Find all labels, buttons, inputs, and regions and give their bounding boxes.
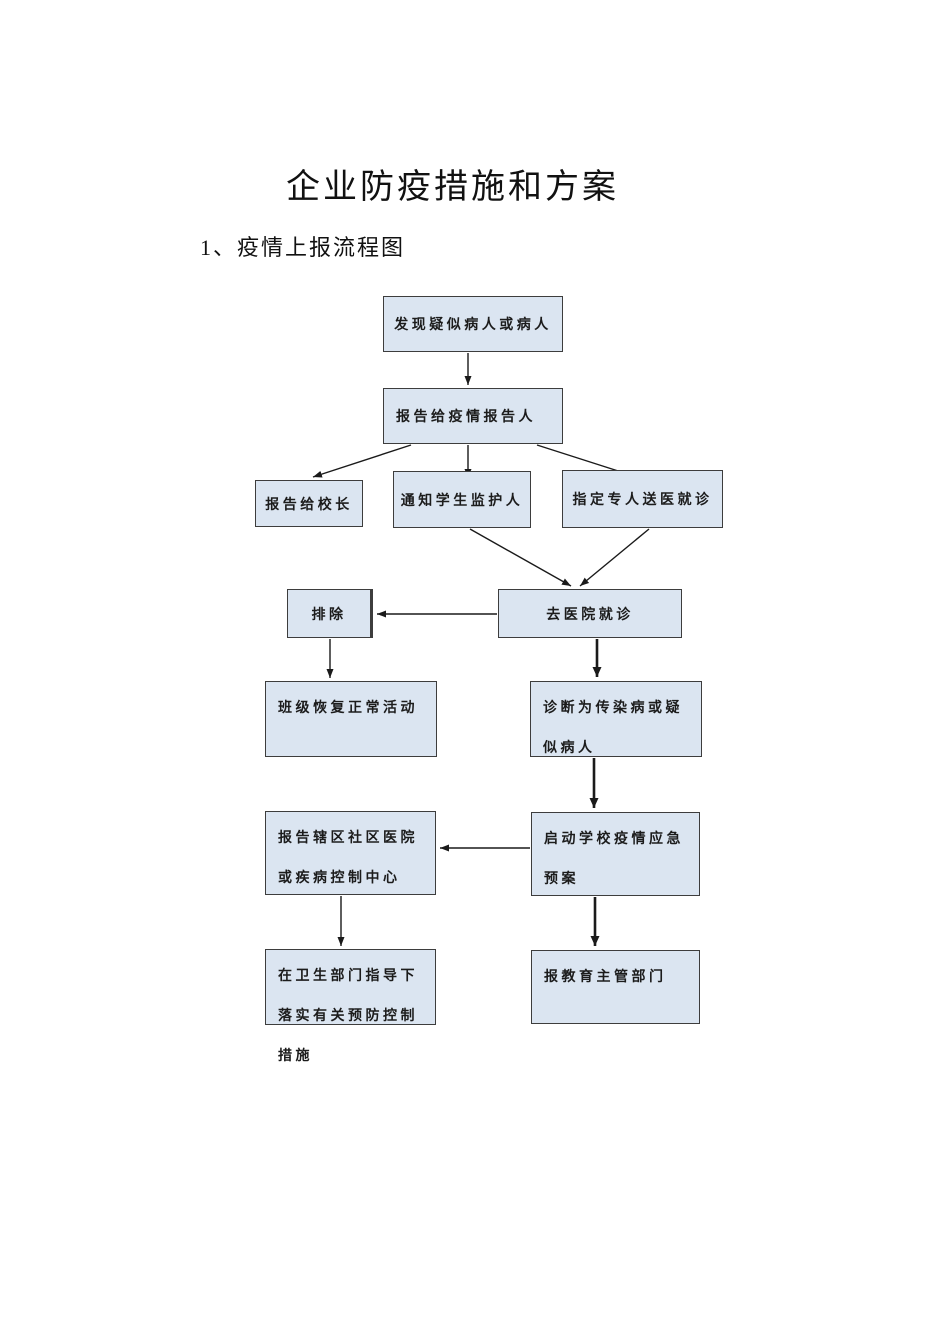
flow-node-notify-guardian: 通知学生监护人 bbox=[393, 471, 531, 528]
flow-node-hospital-visit: 去医院就诊 bbox=[498, 589, 682, 638]
section-heading: 1、疫情上报流程图 bbox=[200, 235, 406, 260]
flow-node-class-resume: 班级恢复正常活动 bbox=[265, 681, 437, 757]
flow-node-report-community-hospital: 报告辖区社区医院或疾病控制中心 bbox=[265, 811, 436, 895]
flow-node-excluded: 排除 bbox=[287, 589, 373, 638]
flow-node-diagnosed-infectious: 诊断为传染病或疑似病人 bbox=[530, 681, 702, 757]
flow-node-report-education-dept: 报教育主管部门 bbox=[531, 950, 700, 1024]
flow-node-report-principal: 报告给校长 bbox=[255, 480, 363, 527]
flow-node-report-to-reporter: 报告给疫情报告人 bbox=[383, 388, 563, 444]
flow-node-discover-patient: 发现疑似病人或病人 bbox=[383, 296, 563, 352]
flow-node-implement-prevention: 在卫生部门指导下落实有关预防控制措施 bbox=[265, 949, 436, 1063]
flow-node-start-emergency-plan: 启动学校疫情应急预案 bbox=[531, 812, 700, 896]
flow-node-escort-to-hospital: 指定专人送医就诊 bbox=[562, 470, 723, 528]
document-title: 企业防疫措施和方案 bbox=[286, 168, 619, 206]
